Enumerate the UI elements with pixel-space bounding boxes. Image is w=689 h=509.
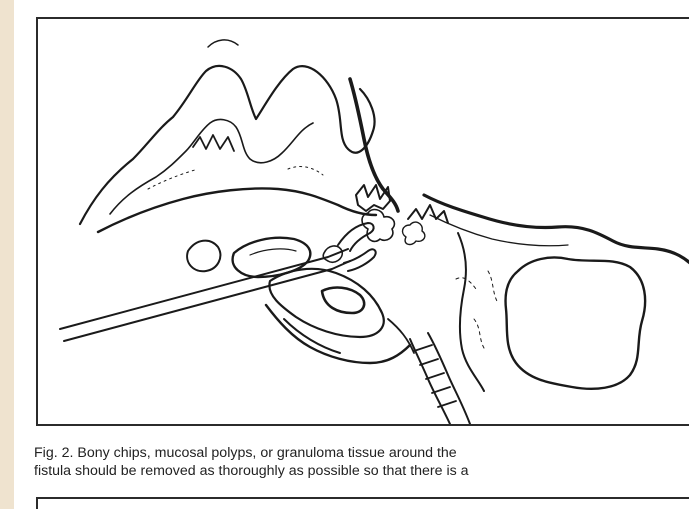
right-roof-line — [424, 195, 689, 271]
vertebrae-segments — [414, 345, 456, 407]
next-figure-frame — [36, 497, 689, 509]
forceps-jaw-lower — [344, 249, 376, 271]
caption-line-1: Fig. 2. Bony chips, mucosal polyps, or g… — [34, 444, 689, 462]
dotted-texture-1 — [148, 169, 198, 189]
dotted-texture-2 — [288, 167, 323, 175]
vertebrae-left — [410, 339, 450, 424]
right-texture-2 — [474, 319, 486, 351]
posterior-wall — [350, 79, 398, 211]
right-sinus-outline — [506, 258, 646, 389]
anatomical-illustration — [38, 19, 689, 424]
turbinate-mid-inner — [250, 249, 296, 255]
right-texture-1 — [488, 271, 498, 303]
forceps-shaft-top — [60, 249, 348, 329]
lower-turbinate-inner — [322, 288, 364, 313]
turbinate-left — [187, 241, 220, 272]
frontal-bone-curve — [208, 40, 238, 47]
figure-caption: Fig. 2. Bony chips, mucosal polyps, or g… — [34, 444, 689, 480]
vertebrae-right — [428, 333, 470, 424]
left-zigzag-septum — [193, 135, 234, 151]
caption-line-2: fistula should be removed as thoroughly … — [34, 462, 689, 480]
left-floor-curve — [98, 188, 376, 232]
upper-left-sinus-inner — [110, 120, 313, 214]
forceps-shaft-bottom — [64, 261, 350, 341]
figure-2-frame — [36, 17, 689, 426]
document-page: Fig. 2. Bony chips, mucosal polyps, or g… — [14, 0, 689, 509]
right-inner-roof — [430, 215, 568, 246]
pharynx-line — [388, 319, 414, 353]
upper-left-sinus-outline — [80, 66, 375, 224]
turbinate-mid — [233, 238, 311, 277]
polyp-cluster-2 — [403, 222, 425, 244]
center-vertical-wall — [458, 233, 484, 391]
